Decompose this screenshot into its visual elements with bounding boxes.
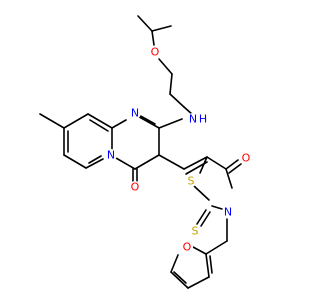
atom-label-background (197, 113, 209, 125)
atom-label-background (129, 181, 141, 193)
atom-label-background (222, 206, 234, 218)
atom-h-amine: H (199, 113, 207, 126)
bond (170, 254, 179, 273)
atom-s-thione: S (192, 225, 199, 238)
atom-label-background (181, 241, 193, 253)
atom-label-background (105, 149, 117, 161)
atom-label-background (189, 225, 201, 237)
bond (115, 157, 136, 170)
bond (228, 163, 242, 174)
atom-o-pyrimidinone: O (131, 181, 140, 194)
bond-layer (39, 15, 242, 289)
bond (183, 156, 208, 170)
bond (225, 168, 233, 189)
bond (111, 119, 127, 129)
atom-label-background (185, 175, 197, 187)
bond (209, 255, 213, 274)
atom-n-bridgehead: N (107, 149, 115, 162)
bond (137, 15, 153, 32)
atom-o-furan: O (183, 241, 192, 254)
bond (151, 30, 155, 46)
atom-n-amine: N (189, 113, 197, 126)
bond (88, 155, 102, 164)
atom-label-background (129, 107, 141, 119)
bond (205, 253, 210, 278)
bond (196, 209, 207, 225)
atom-o-ether: O (151, 46, 160, 59)
atom-label-layer: O N H N N O O S N S O (105, 46, 252, 254)
bond (169, 73, 173, 95)
bond (134, 154, 160, 170)
atom-o-thiazolidinone: O (242, 152, 251, 165)
bond (170, 271, 189, 289)
bond (87, 113, 113, 129)
bond (158, 118, 183, 129)
bond (85, 158, 104, 169)
bond (169, 93, 185, 108)
bond (173, 271, 187, 284)
atom-n-pyrimidine: N (131, 107, 139, 120)
bond (192, 246, 207, 255)
atom-label-background (240, 152, 252, 164)
bond (39, 113, 65, 129)
bond (89, 119, 109, 132)
bond (63, 113, 89, 129)
bond (205, 240, 228, 255)
atom-label-background (187, 113, 199, 125)
molecule-structure: O N H N N O O S N S O (39, 15, 252, 289)
bond (187, 276, 210, 289)
bond (225, 159, 239, 170)
bond (200, 211, 211, 227)
atom-s-ring: S (188, 175, 195, 188)
bond (158, 154, 185, 170)
bond (193, 185, 210, 201)
bond (151, 25, 172, 32)
bond (199, 156, 208, 174)
bond (206, 156, 227, 170)
bond (158, 58, 173, 75)
atom-n-thiazolidine: N (224, 206, 232, 219)
atom-label-background (149, 46, 161, 58)
bond (63, 154, 87, 169)
bond (211, 205, 223, 210)
